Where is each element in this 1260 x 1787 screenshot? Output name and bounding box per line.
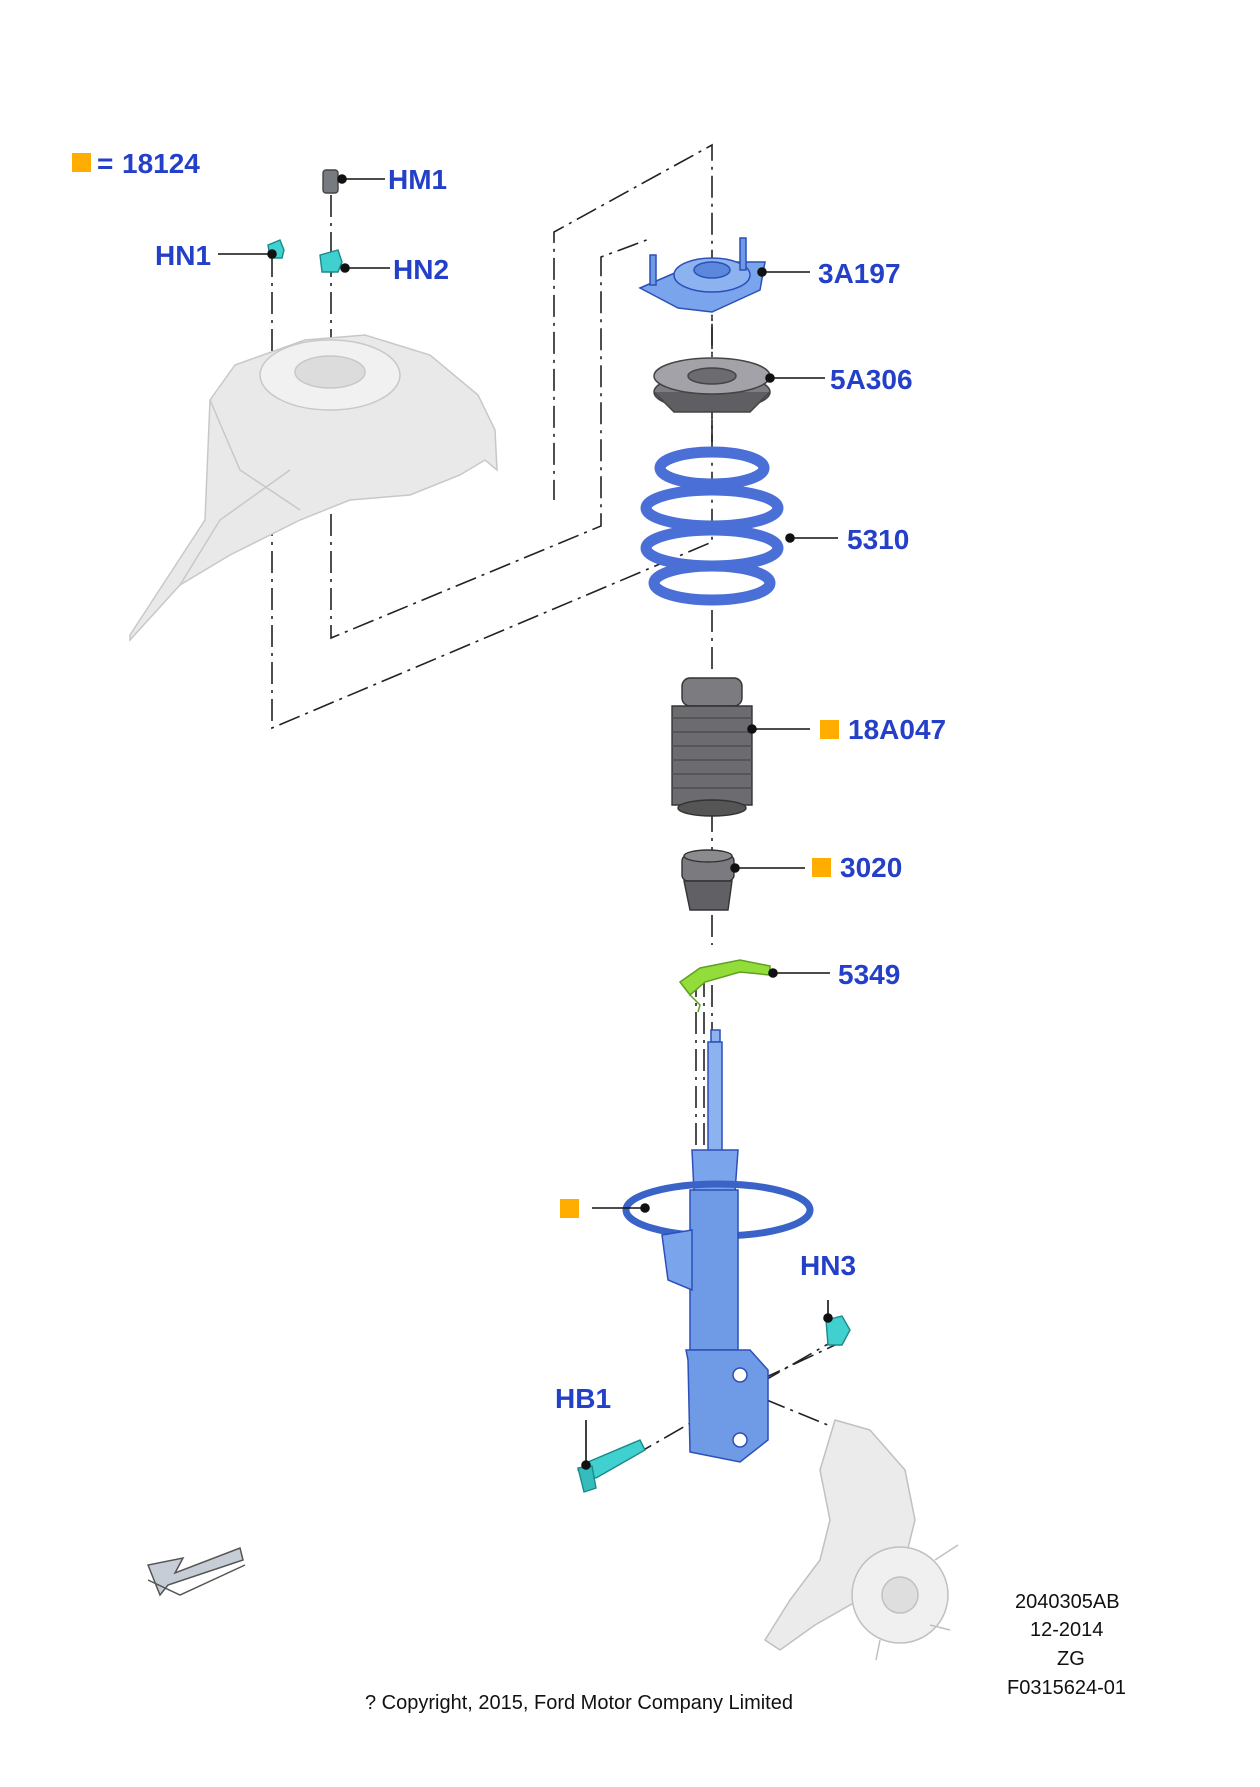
callout-5a306: 5A306 xyxy=(830,364,913,395)
guide-rod xyxy=(695,975,705,1180)
fastener-hn2-shape xyxy=(319,249,343,273)
legend-marker xyxy=(72,153,91,172)
marker-3020 xyxy=(812,858,831,877)
fastener-hm1-shape xyxy=(322,169,339,194)
issue-date: 12-2014 xyxy=(1030,1619,1104,1641)
fastener-hn3-shape xyxy=(825,1315,851,1346)
fasteners xyxy=(267,169,851,1493)
legend-equals: = xyxy=(97,148,114,179)
body-mount-ghost xyxy=(129,334,498,642)
marker-18a047 xyxy=(820,720,839,739)
knuckle-ghost xyxy=(763,1419,959,1661)
callout-hb1: HB1 xyxy=(555,1383,612,1414)
copyright-notice: ? Copyright, 2015, Ford Motor Company Li… xyxy=(365,1692,793,1714)
callout-5349: 5349 xyxy=(838,959,901,990)
guide-hn2-loop xyxy=(330,237,653,640)
callout-hn2: HN2 xyxy=(393,254,450,285)
callout-hn1: HN1 xyxy=(155,240,212,271)
dust-boot-18a047 xyxy=(671,677,753,817)
orientation-arrow-icon xyxy=(146,1546,246,1597)
callout-3020: 3020 xyxy=(840,852,903,883)
leader-lines xyxy=(218,174,838,1470)
ref-code: 2040305AB xyxy=(1015,1591,1120,1613)
upper-mount-3a197 xyxy=(638,237,766,313)
region-code: ZG xyxy=(1057,1648,1085,1670)
shock-absorber-strut xyxy=(622,1029,814,1463)
bump-stop-3020 xyxy=(681,849,735,911)
figure-id: F0315624-01 xyxy=(1007,1677,1126,1699)
callout-18a047: 18A047 xyxy=(848,714,947,745)
legend-code: 18124 xyxy=(122,148,200,179)
marker-spring-seat-unlabeled xyxy=(560,1199,579,1218)
callout-5310: 5310 xyxy=(847,524,910,555)
spring-seat-5a306 xyxy=(653,357,771,413)
callout-hm1: HM1 xyxy=(388,164,448,195)
clip-5349 xyxy=(678,959,771,1013)
callout-3a197: 3A197 xyxy=(818,258,901,289)
coil-spring-5310 xyxy=(640,446,784,606)
callout-hn3: HN3 xyxy=(800,1250,857,1281)
